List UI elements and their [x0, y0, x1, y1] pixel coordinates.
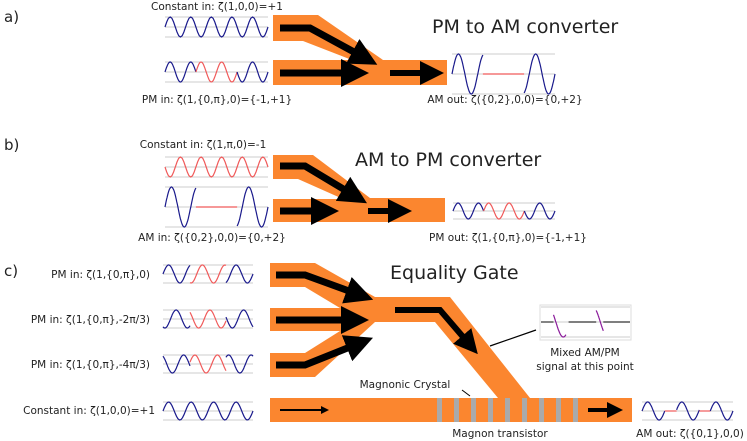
waveguide-c-gate: [270, 263, 530, 398]
crystal-stripe: [556, 398, 561, 422]
crystal-stripe: [505, 398, 510, 422]
wave-b-pm-out: [483, 202, 525, 220]
arrow-a-top: [280, 24, 378, 65]
wave-c-pm-2: [162, 309, 191, 329]
wave-a-pm-in: [195, 61, 238, 83]
wave-c-am-out: [641, 401, 666, 421]
magnon-transistor-label: Magnon transistor: [452, 428, 548, 440]
panel-c-title: Equality Gate: [390, 262, 519, 284]
crystal-stripe: [454, 398, 459, 422]
waveguide-c-transistor: [270, 398, 632, 422]
wave-b-constant: [164, 156, 269, 178]
panel-a-title: PM to AM converter: [432, 16, 618, 38]
wave-a-am-out: [451, 53, 484, 95]
magnonic-crystal-label: Magnonic Crystal: [360, 379, 451, 391]
panel-a-label: a): [4, 8, 19, 26]
arrow-c-1: [276, 271, 374, 304]
wave-c-pm-3: [189, 354, 227, 374]
wave-c-am-out: [709, 401, 734, 421]
panel-a: a) PM to AM converter Constant in: ζ(1,0…: [4, 1, 618, 106]
wave-c-mixed: [552, 314, 567, 338]
wave-b-pm-out: [523, 202, 556, 220]
wave-a-am-out: [523, 53, 556, 95]
constant-input-label: Constant in: ζ(1,0,0)=+1: [151, 1, 283, 13]
wave-c-am-out: [676, 401, 700, 421]
constant-input-label: Constant in: ζ(1,π,0)=-1: [140, 139, 267, 151]
wave-c-pm-1: [189, 264, 227, 284]
arrow-b-top: [280, 162, 368, 204]
mixed-signal-label-1: Mixed AM/PM: [550, 347, 620, 359]
constant-input-label: Constant in: ζ(1,0,0)=+1: [23, 405, 155, 417]
wave-c-pm-2: [225, 309, 254, 329]
arrow-c-3: [276, 335, 373, 369]
crystal-stripe: [573, 398, 578, 422]
panel-b: b) AM to PM converter Constant in: ζ(1,π…: [4, 136, 587, 244]
crystal-stripe: [539, 398, 544, 422]
mixed-signal-pointer: [489, 329, 537, 347]
pm-input-1-label: PM in: ζ(1,{0,π},0): [51, 269, 150, 281]
wave-b-pm-out: [452, 202, 485, 220]
arrow-c-out: [395, 307, 478, 355]
panel-b-label: b): [4, 136, 19, 154]
wave-a-constant: [164, 16, 269, 38]
crystal-stripe: [437, 398, 442, 422]
crystal-stripe: [522, 398, 527, 422]
crystal-stripe: [471, 398, 476, 422]
wave-c-mixed: [595, 310, 604, 331]
panel-c-label: c): [4, 262, 18, 280]
wave-c-pm-2: [189, 309, 227, 329]
wave-c-pm-3: [162, 354, 191, 374]
am-output-label: AM out: ζ({0,2},0,0)={0,+2}: [427, 94, 582, 106]
crystal-pointer: [461, 389, 471, 397]
pm-output-label: PM out: ζ(1,{0,π},0)={-1,+1}: [429, 232, 587, 244]
panel-c: c) Equality Gate PM in: ζ(1,{0,π},0) PM …: [4, 262, 744, 440]
am-input-label: AM in: ζ({0,2},0,0)={0,+2}: [138, 232, 286, 244]
wave-a-pm-in: [236, 61, 269, 83]
wave-c-pm-1: [225, 264, 254, 284]
magnonic-crystal: [437, 398, 578, 422]
wave-c-pm-1: [162, 264, 191, 284]
panel-b-title: AM to PM converter: [355, 149, 541, 171]
pm-input-2-label: PM in: ζ(1,{0,π},-2π/3): [31, 314, 150, 326]
mixed-signal-label-2: signal at this point: [536, 361, 634, 373]
pm-input-label: PM in: ζ(1,{0,π},0)={-1,+1}: [142, 94, 292, 106]
wave-c-pm-3: [225, 354, 254, 374]
am-output-label: AM out: ζ({0,1},0,0): [636, 428, 744, 440]
wave-a-pm-in: [164, 61, 197, 83]
crystal-stripe: [488, 398, 493, 422]
wave-c-constant: [162, 401, 254, 421]
wave-b-am-in: [164, 186, 197, 228]
pm-input-3-label: PM in: ζ(1,{0,π},-4π/3): [31, 359, 150, 371]
wave-b-am-in: [236, 186, 269, 228]
